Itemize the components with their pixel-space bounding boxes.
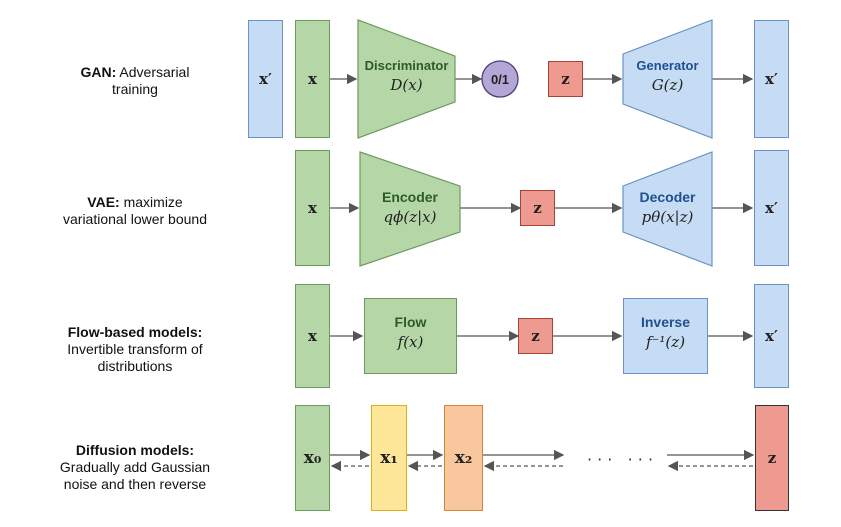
diff-x1: x₁: [380, 448, 398, 468]
discriminator-label: Discriminator D(x): [358, 58, 455, 94]
diffusion-label-line3: noise and then reverse: [63, 476, 207, 492]
discriminator-shape: [357, 19, 456, 139]
decoder-shape: [622, 151, 713, 267]
inverse-label: Inverse f⁻¹(z): [623, 314, 708, 351]
gan-label-bold: GAN:: [80, 64, 117, 80]
flow-x: x: [308, 327, 317, 345]
flow-fn: f(x): [397, 333, 424, 351]
flow-label-inner: Flow f(x): [364, 314, 457, 351]
gan-label: GAN: Adversarial training: [40, 64, 230, 98]
gan-x-prime-left: x′: [259, 70, 272, 88]
decoder-label: Decoder pθ(x|z): [623, 189, 712, 226]
encoder-fn: qϕ(z|x): [383, 208, 437, 226]
flow-x-prime-box: [754, 284, 789, 388]
flow-z-box: [518, 318, 553, 354]
gan-label-line2: training: [112, 81, 158, 97]
flow-name: Flow: [394, 314, 427, 330]
flow-label-line2: Invertible transform of: [67, 341, 203, 357]
gan-x-box: [295, 20, 330, 138]
decoder-name: Decoder: [639, 189, 696, 205]
gan-z-box: [548, 61, 583, 97]
diff-ellipsis: · · · · · ·: [586, 450, 654, 469]
diff-z: z: [767, 449, 777, 467]
vae-x-box: [295, 150, 330, 266]
flow-label-bold: Flow-based models:: [67, 324, 203, 340]
vae-label-rest: maximize: [119, 194, 183, 210]
gan-output: 0/1: [490, 71, 510, 87]
diffusion-label-bold: Diffusion models:: [75, 442, 195, 458]
vae-z: z: [533, 199, 542, 217]
encoder-name: Encoder: [381, 189, 438, 205]
encoder-label: Encoder qϕ(z|x): [360, 189, 460, 226]
flow-x-prime: x′: [765, 327, 778, 345]
vae-x-prime: x′: [765, 199, 778, 217]
vae-label: VAE: maximize variational lower bound: [40, 194, 230, 228]
diffusion-label: Diffusion models: Gradually add Gaussian…: [40, 442, 230, 493]
inverse-name: Inverse: [640, 314, 691, 330]
flow-x-box: [295, 284, 330, 388]
vae-z-box: [520, 190, 555, 226]
generator-name: Generator: [636, 58, 699, 73]
diff-z-box: [755, 405, 789, 511]
vae-x-prime-box: [754, 150, 789, 266]
gan-z: z: [561, 70, 570, 88]
vae-x: x: [308, 199, 317, 217]
diff-x0: x₀: [303, 448, 322, 468]
diff-x1-box: [371, 405, 407, 511]
gan-x: x: [308, 70, 317, 88]
diff-x0-box: [295, 405, 330, 511]
vae-label-bold: VAE:: [87, 194, 120, 210]
flow-label-line3: distributions: [97, 358, 173, 374]
diff-x2: x₂: [454, 448, 473, 468]
gan-x-prime-right-box: [754, 20, 789, 138]
discriminator-name: Discriminator: [364, 58, 449, 73]
discriminator-fn: D(x): [390, 76, 423, 94]
flow-label: Flow-based models: Invertible transform …: [40, 324, 230, 375]
generator-label: Generator G(z): [623, 58, 712, 94]
inverse-box: [623, 298, 708, 374]
decoder-fn: pθ(x|z): [641, 208, 694, 226]
gan-output-circle: [481, 60, 519, 98]
inverse-fn: f⁻¹(z): [645, 333, 686, 351]
gan-x-prime-right: x′: [765, 70, 778, 88]
encoder-shape: [359, 151, 461, 267]
generator-fn: G(z): [651, 76, 684, 94]
vae-label-line2: variational lower bound: [63, 211, 207, 227]
flow-z: z: [531, 327, 540, 345]
generator-shape: [622, 19, 713, 139]
gan-label-rest: Adversarial: [116, 64, 190, 80]
diff-x2-box: [444, 405, 483, 511]
flow-box: [364, 298, 457, 374]
gan-x-prime-left-box: [248, 20, 283, 138]
diffusion-label-line2: Gradually add Gaussian: [59, 459, 211, 475]
